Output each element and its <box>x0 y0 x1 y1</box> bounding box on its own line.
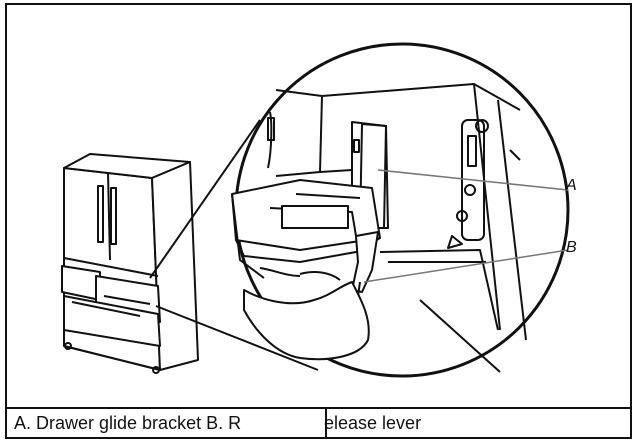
leader-a <box>377 169 569 191</box>
caption-divider <box>325 408 327 438</box>
refrigerator-illustration <box>61 153 199 374</box>
caption-right: elease lever <box>324 413 422 433</box>
outer-frame <box>5 3 632 439</box>
caption-row: A. Drawer glide bracket B. R elease leve… <box>8 408 631 438</box>
leader-b <box>363 249 569 283</box>
zoom-lines <box>149 119 319 371</box>
callout-leaders <box>363 169 569 283</box>
magnified-detail <box>231 42 570 378</box>
callout-b: B <box>566 239 577 256</box>
caption-left: A. Drawer glide bracket B. R <box>14 413 242 433</box>
callout-a: A <box>565 177 577 194</box>
